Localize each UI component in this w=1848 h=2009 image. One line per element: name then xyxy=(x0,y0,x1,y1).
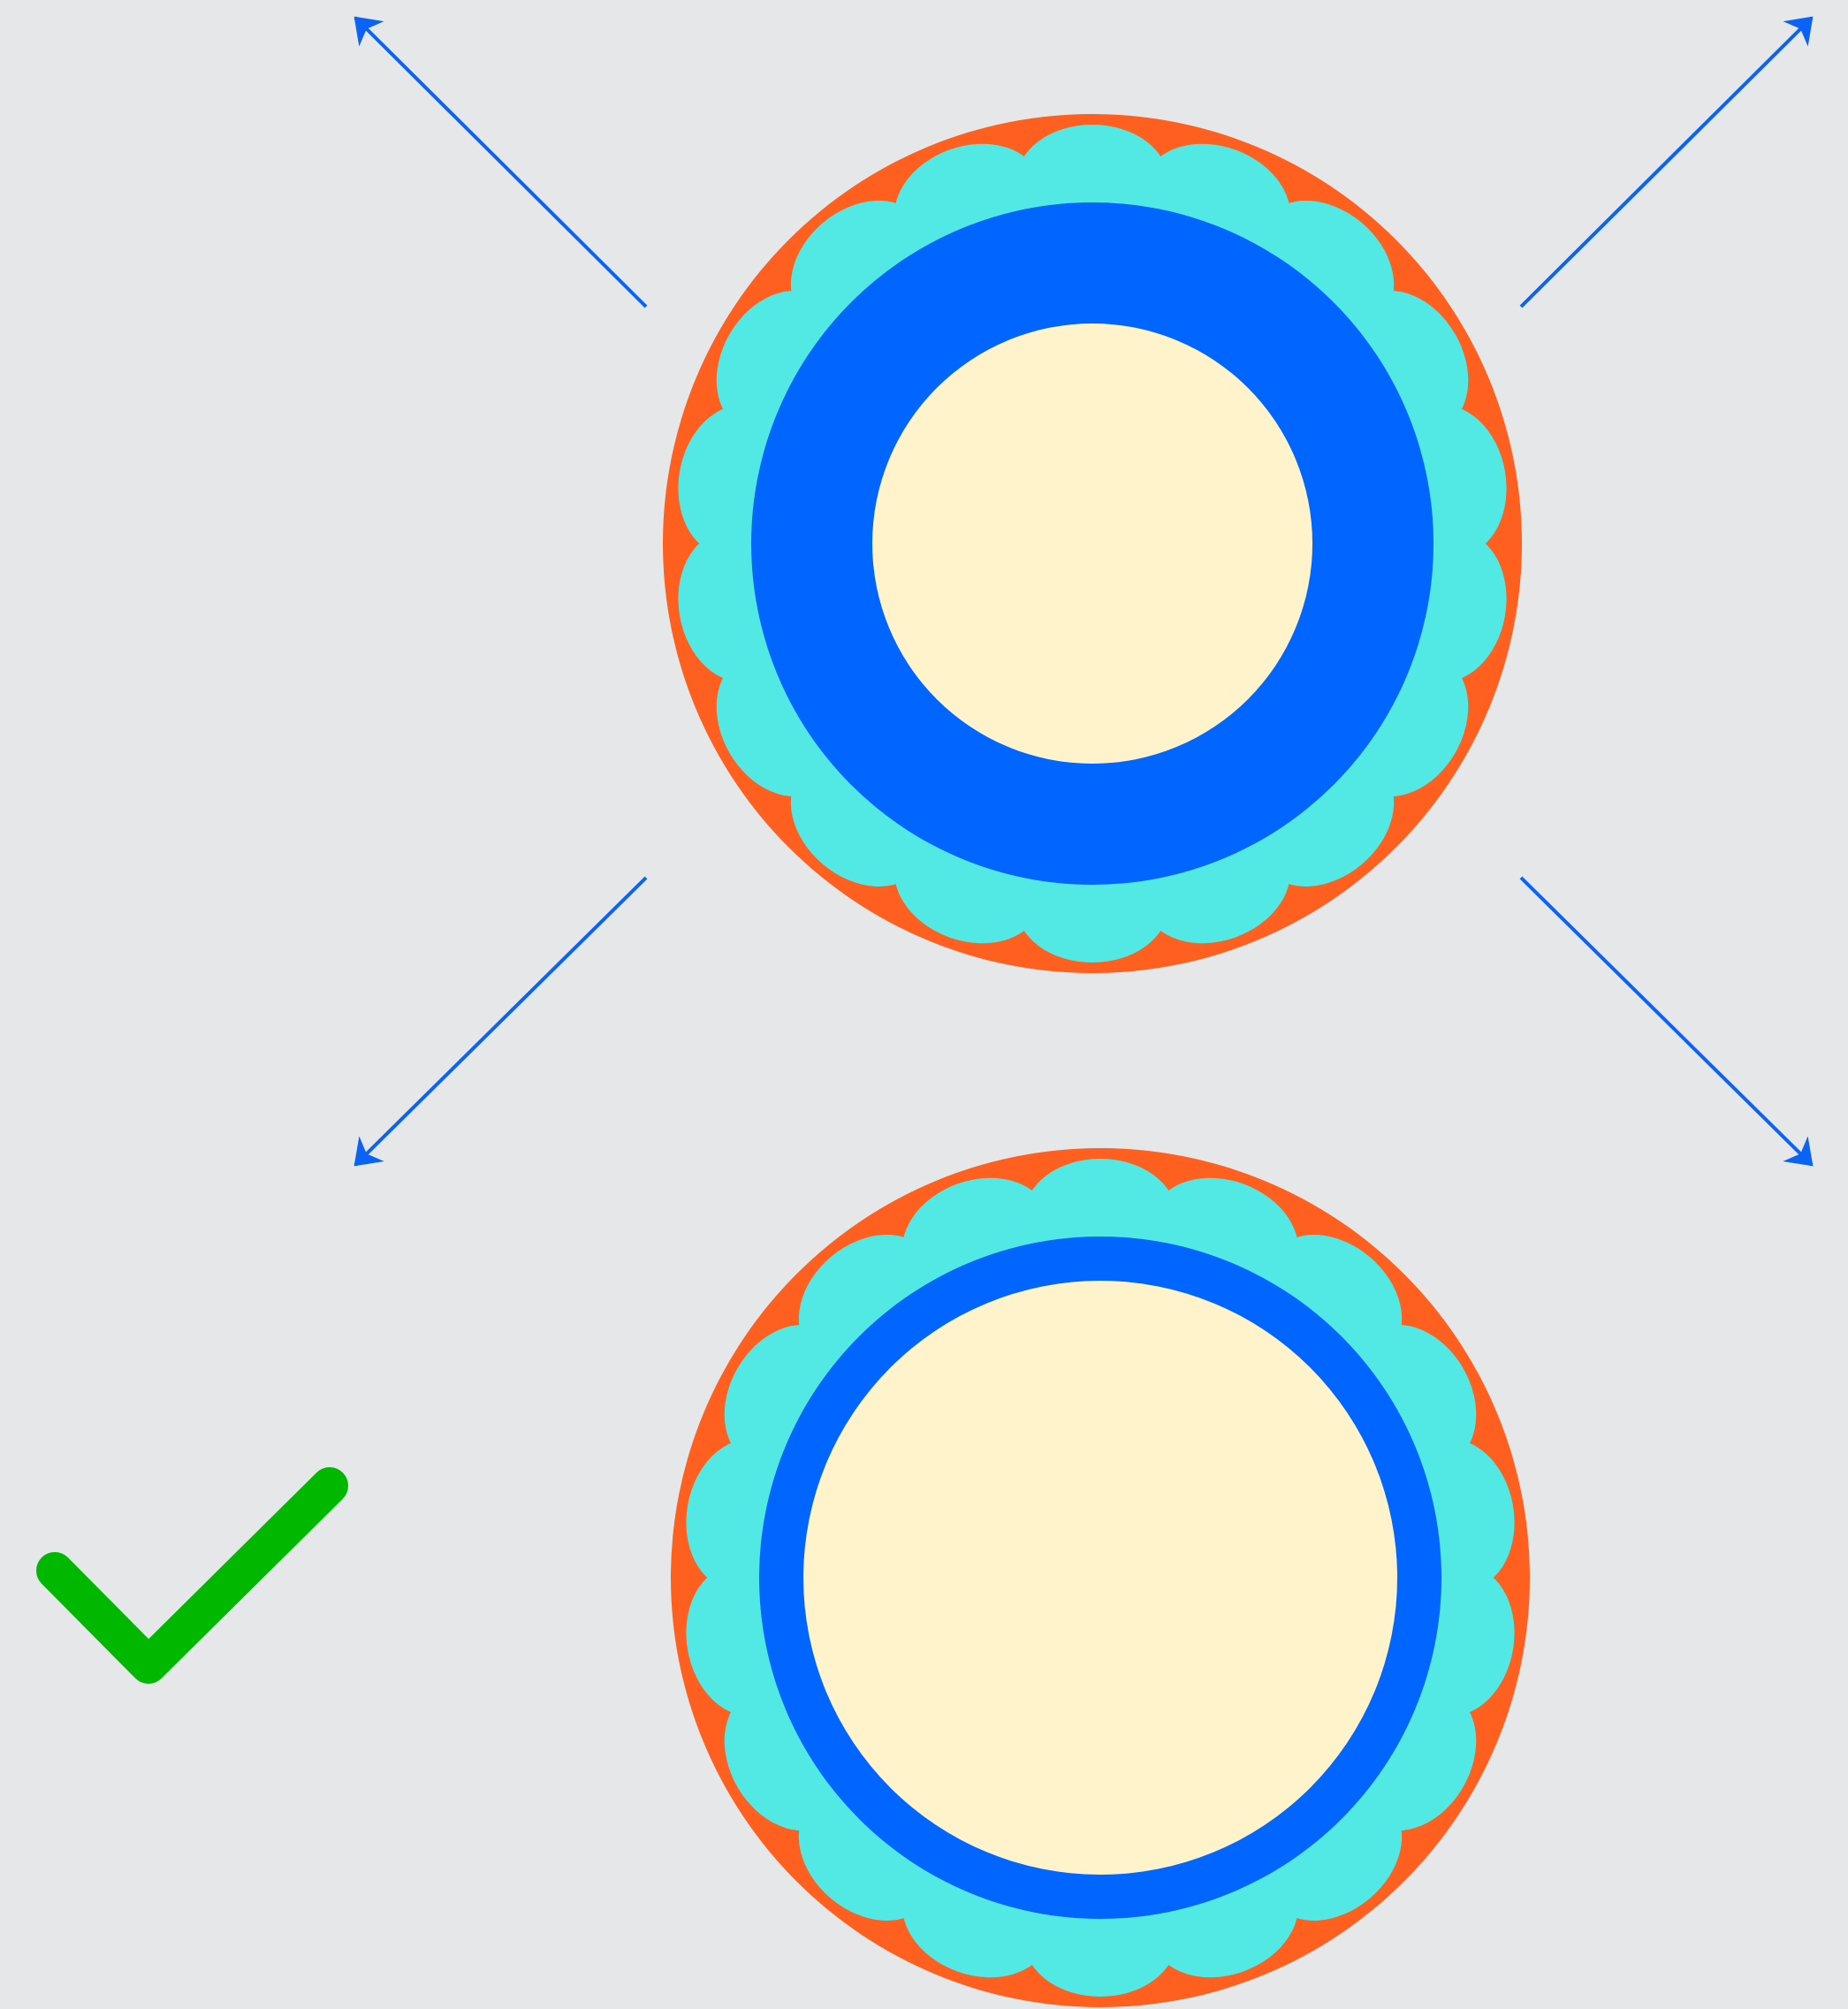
arrow-down-right-icon xyxy=(1519,876,1814,1167)
arrow-up-right-icon xyxy=(1519,16,1814,308)
arrow-down-left-icon xyxy=(354,876,648,1167)
checkmark-icon xyxy=(36,1467,348,1684)
arrow-up-left-icon xyxy=(354,16,648,308)
before-center-disc xyxy=(872,323,1312,764)
before-circle xyxy=(663,114,1522,973)
scale-arrows xyxy=(354,16,1814,1167)
after-circle xyxy=(671,1148,1530,2007)
after-center-disc xyxy=(803,1281,1397,1875)
